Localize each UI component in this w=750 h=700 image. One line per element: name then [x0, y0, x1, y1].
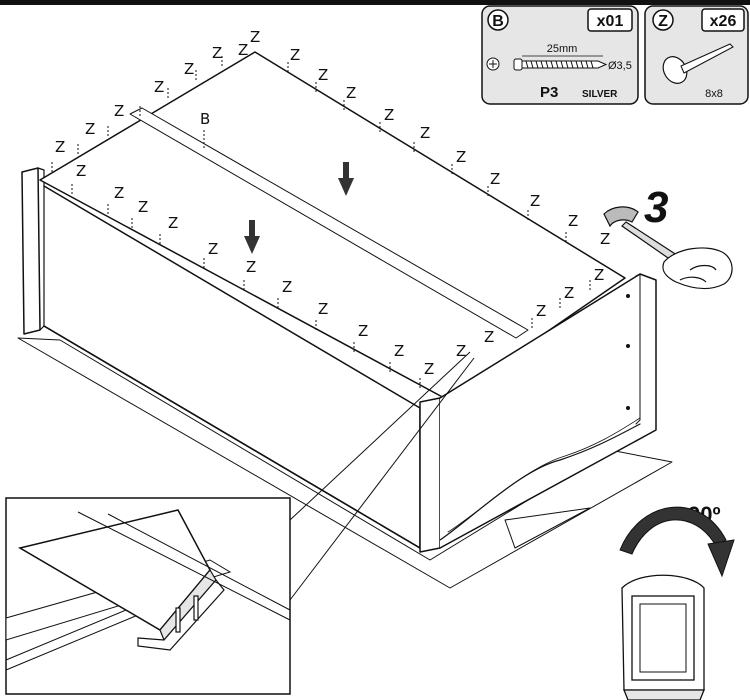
detail-inset [5, 351, 475, 695]
hand-icon [662, 247, 733, 290]
nail-label: Z [114, 184, 124, 202]
screw-finish: SILVER [582, 89, 618, 100]
part-label-b: B [200, 110, 210, 128]
nail-label: Z [490, 170, 500, 188]
nail-label: Z [484, 328, 494, 346]
rotate-arrow-icon [619, 506, 735, 578]
cabinet-carcass [17, 51, 673, 589]
nail-icon [662, 43, 734, 84]
nail-label: Z [250, 28, 260, 46]
nail-ticks [51, 56, 591, 390]
nail-card: Z x26 8x8 [644, 5, 749, 105]
nail-letter: Z [658, 13, 668, 30]
nail-size: 8x8 [705, 88, 723, 100]
step-number: 3 [644, 183, 668, 232]
nail-label: Z [384, 106, 394, 124]
nail-label: Z [246, 258, 256, 276]
down-arrow-icon [338, 162, 354, 196]
screw-letter-circle [487, 9, 509, 31]
nail-label: Z [85, 120, 95, 138]
nail-label: Z [154, 78, 164, 96]
nail-label: Z [568, 212, 578, 230]
nail-label: Z [55, 138, 65, 156]
nail-quantity: x26 [710, 13, 737, 30]
nail-label: Z [76, 162, 86, 180]
screw-length: 25mm [547, 43, 578, 55]
screw-code: P3 [540, 84, 558, 101]
nail-label: Z [208, 240, 218, 258]
nail-label: Z [456, 342, 466, 360]
nail-label: Z [600, 230, 610, 248]
nail-label: Z [358, 322, 368, 340]
screw-letter: B [492, 13, 504, 30]
screw-diameter: Ø3,5 [608, 60, 632, 72]
nail-label: Z [594, 266, 604, 284]
nail-label: Z [424, 360, 434, 378]
nail-label: Z [114, 102, 124, 120]
screw-icon [486, 57, 608, 71]
nail-label: Z [394, 342, 404, 360]
down-arrow-icon [244, 220, 260, 254]
nail-label: Z [346, 84, 356, 102]
nail-label: Z [290, 46, 300, 64]
nail-label: Z [318, 66, 328, 84]
nail-label: Z [282, 278, 292, 296]
nail-qty-box [701, 8, 745, 32]
nail-label: Z [184, 60, 194, 78]
nail-label: Z [212, 44, 222, 62]
upright-cabinet-icon [621, 574, 705, 700]
nail-label: Z [456, 148, 466, 166]
nail-label: Z [318, 300, 328, 318]
nail-label: Z [238, 41, 248, 59]
screw-qty-box [587, 8, 633, 32]
nail-label: Z [420, 124, 430, 142]
nail-label: Z [530, 192, 540, 210]
nail-label: Z [536, 302, 546, 320]
screw-card: B x01 25mm Ø3,5 P3 SILVER [481, 5, 639, 105]
nail-label: Z [168, 214, 178, 232]
nail-label: Z [564, 284, 574, 302]
nail-label: Z [138, 198, 148, 216]
top-rule [0, 0, 750, 5]
nail-letter-circle [652, 9, 674, 31]
nail-labels: Z Z Z Z Z Z Z Z Z Z Z Z Z Z Z Z Z Z Z Z … [55, 28, 610, 378]
screw-quantity: x01 [597, 13, 624, 30]
